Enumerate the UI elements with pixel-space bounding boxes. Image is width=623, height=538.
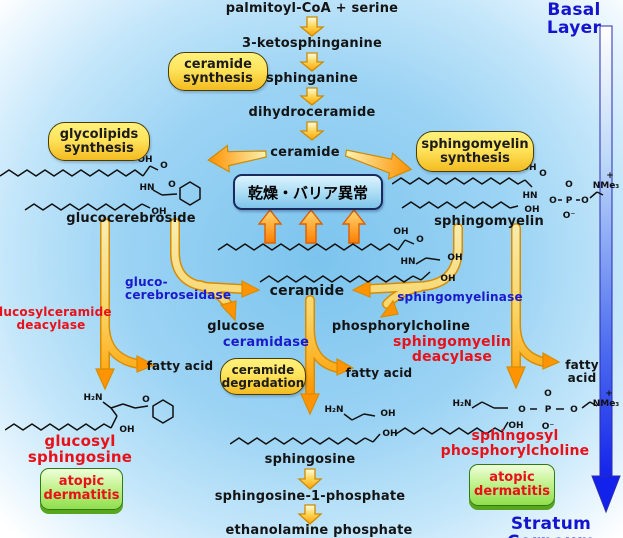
label-3-ketosphinganine: 3-ketosphinganine (242, 36, 382, 51)
chem-label: OH (137, 155, 152, 165)
chem-label: OH (151, 207, 166, 217)
arrow-ceramide-to-sphingomyelin (344, 149, 413, 180)
chem-label: HN (400, 257, 415, 267)
label-palmitoyl-coa-serine: palmitoyl-CoA + serine (225, 1, 399, 16)
label-sphingosine-1-phosphate: sphingosine-1-phosphate (214, 489, 406, 504)
box-ceramide-synthesis: ceramide synthesis (168, 52, 268, 91)
label-glucocerebroside: glucocerebroside (66, 211, 196, 226)
chem-label: OH (524, 205, 539, 215)
chem-label: O (142, 395, 150, 405)
label-glucosylceramide-deacylase: glucosylceramide deacylase (0, 305, 112, 332)
chem-label: OH (393, 227, 408, 237)
flow-fills (101, 219, 548, 400)
sphingomyelin-structure: OH O HN O P O O O⁻ + NMe₃ OH (392, 163, 620, 221)
chem-label: HN (139, 183, 154, 193)
label-glucose: glucose (207, 319, 265, 334)
chem-label: O (581, 196, 589, 206)
glucosyl-sphingosine-structure: H₂N O OH (5, 393, 174, 435)
label-phosphorylcholine: phosphorylcholine (331, 319, 471, 334)
chem-label: OH (119, 425, 134, 435)
label-sphinganine: sphinganine (265, 71, 359, 86)
chem-label: O⁻ (563, 211, 576, 221)
sphingosine-structure: H₂N OH OH (230, 405, 398, 445)
chem-label: HN (522, 191, 537, 201)
box-ceramide-degradation: ceramide degradation (220, 358, 306, 395)
chem-label: O (544, 389, 552, 399)
chem-label: H₂N (83, 393, 102, 403)
label-dihydroceramide: dihydroceramide (248, 105, 376, 120)
chem-label: + (605, 389, 613, 399)
chem-label: O (416, 235, 424, 245)
label-sphingosyl-phosphorylcholine: sphingosyl phosphorylcholine (440, 428, 590, 460)
chem-label: OH (380, 409, 395, 419)
label-ceramide-mid: ceramide (269, 283, 345, 299)
flow-arrowheads (95, 280, 561, 416)
chem-label: O (565, 180, 573, 190)
sphingosyl-phosphorylcholine-structure: H₂N O P O O O⁻ + NMe₃ OH (396, 389, 620, 435)
chem-label: H₂N (324, 405, 343, 415)
chem-label: OH (447, 253, 462, 263)
chem-label: OH (440, 274, 455, 284)
chem-label: P (545, 405, 552, 415)
label-basal-layer: Basal Layer (546, 0, 602, 39)
label-stratum-corneum: Stratum Corneum (507, 514, 595, 538)
label-sphingosine: sphingosine (264, 452, 356, 467)
chem-label: NMe₃ (593, 181, 620, 191)
down-arrow-top-chain (299, 16, 325, 141)
label-ceramide-top: ceramide (270, 145, 340, 160)
arrow-ceramide-to-glycolipids (207, 144, 267, 173)
label-glucosyl-sphingosine: glucosyl sphingosine (27, 432, 133, 467)
chem-label: O (168, 180, 176, 190)
label-fatty-acid-right: fatty acid (565, 358, 599, 385)
label-sphingomyelinase: sphingomyelinase (397, 290, 523, 304)
basal-to-stratum-arrow (591, 25, 621, 514)
chem-label: OH (508, 421, 523, 431)
chem-label: O (518, 405, 526, 415)
label-fatty-acid-mid: fatty acid (345, 366, 413, 380)
up-arrows-barrier (257, 208, 367, 244)
box-atopic-dermatitis-left: atopic dermatitis (40, 468, 123, 510)
chem-label: O (539, 169, 547, 179)
chem-label: O⁻ (542, 422, 555, 432)
label-fatty-acid-left: fatty acid (146, 359, 214, 373)
label-sphingomyelin-deacylase: sphingomyelin deacylase (392, 334, 512, 366)
down-arrow-bottom-chain (297, 468, 323, 525)
box-barrier-abnormality: 乾燥・バリア異常 (233, 174, 383, 210)
chem-label: + (606, 171, 614, 181)
glucocerebroside-structure: OH O HN O OH (0, 155, 201, 217)
box-atopic-dermatitis-right: atopic dermatitis (469, 464, 555, 506)
chem-label: OH (382, 429, 397, 439)
chem-label: OH (521, 163, 536, 173)
chem-label: NMe₃ (593, 399, 620, 409)
chem-label: H₂N (452, 399, 471, 409)
label-ceramidase: ceramidase (222, 335, 310, 350)
chem-label: O (570, 405, 578, 415)
chem-label: O (160, 161, 168, 171)
label-ethanolamine-phosphate: ethanolamine phosphate (225, 523, 413, 538)
chem-label: O (549, 196, 557, 206)
label-sphingomyelin: sphingomyelin (434, 214, 544, 229)
label-glucocerebroseidase: gluco- cerebroseidase (125, 275, 232, 302)
chem-label: P (566, 196, 573, 206)
ceramide-structure: OH O HN OH OH (217, 227, 463, 284)
box-sphingomyelin-synthesis: sphingomyelin synthesis (416, 131, 534, 172)
box-glycolipids-synthesis: glycolipids synthesis (48, 122, 150, 161)
